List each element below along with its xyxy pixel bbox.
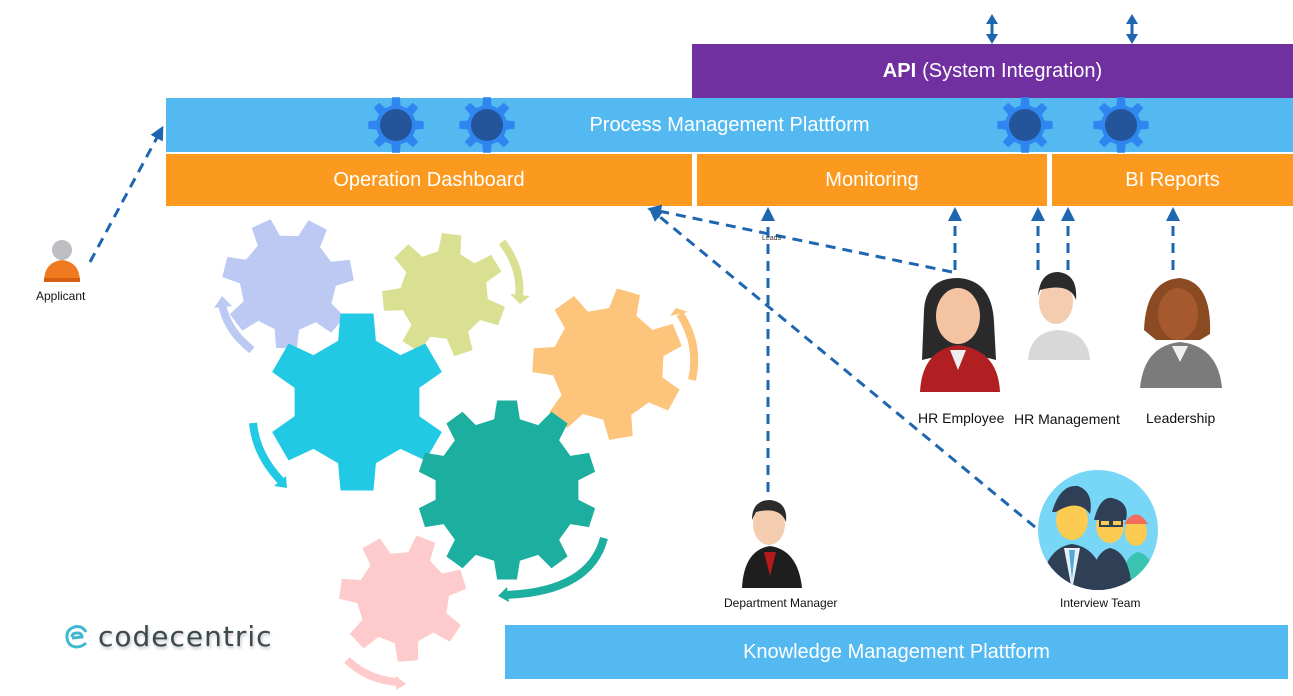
bi-reports-module[interactable]: BI Reports: [1052, 154, 1293, 206]
api-double-arrow-2: [1126, 14, 1138, 44]
api-system-integration-bar[interactable]: API (System Integration): [692, 44, 1293, 98]
leads-connector-label: Leads: [762, 235, 782, 242]
codecentric-logo-icon: [65, 624, 88, 649]
interview-team-label: Interview Team: [1060, 596, 1141, 610]
knowledge-management-platform-bar[interactable]: Knowledge Management Plattform: [505, 625, 1288, 679]
api-rest-label: (System Integration): [922, 59, 1103, 82]
gear-cyan-icon: [272, 313, 442, 491]
applicant-label: Applicant: [36, 289, 86, 303]
process-platform-label: Process Management Plattform: [589, 113, 870, 136]
rotation-arrow-lime: [498, 239, 524, 297]
hr-employee-to-dashboard-connector: [647, 204, 953, 274]
api-double-arrow-1: [986, 14, 998, 44]
department-manager-icon: [742, 500, 802, 588]
interview-team-icon: [1038, 470, 1158, 590]
rotation-arrow-pink: [344, 657, 399, 686]
process-gear-icon: [368, 97, 424, 153]
applicant-icon: [44, 240, 80, 282]
applicant-connector: [88, 125, 164, 263]
process-gear-icon: [459, 97, 515, 153]
rotation-arrow-peach: [676, 311, 699, 381]
gear-peach-icon: [532, 288, 682, 440]
rotation-arrow-cyan: [249, 422, 285, 485]
leadership-label: Leadership: [1146, 410, 1216, 426]
gear-lime-icon: [382, 233, 505, 357]
process-gear-icon: [997, 97, 1053, 153]
monitoring-label: Monitoring: [825, 168, 919, 191]
gear-lavender-icon: [222, 219, 354, 349]
hr-management-icon: [1028, 272, 1090, 360]
rotation-arrow-teal: [504, 536, 608, 599]
bi-reports-label: BI Reports: [1125, 168, 1220, 191]
api-bold-label: API: [882, 59, 917, 82]
hr-management-label: HR Management: [1014, 411, 1120, 427]
monitoring-module[interactable]: Monitoring: [697, 154, 1047, 206]
gear-pink-icon: [339, 535, 467, 662]
hr-employee-label: HR Employee: [918, 410, 1005, 426]
codecentric-logo: codecentric: [62, 620, 273, 653]
operation-dashboard-module[interactable]: Operation Dashboard: [166, 154, 692, 206]
hr-employee-icon: [920, 278, 1000, 392]
rotation-arrow-lavender: [218, 302, 255, 354]
leadership-icon: [1140, 278, 1222, 388]
process-gear-icon: [1093, 97, 1149, 153]
gear-teal-icon: [418, 400, 596, 580]
operation-dashboard-label: Operation Dashboard: [333, 168, 525, 191]
codecentric-logo-text: codecentric: [98, 620, 273, 653]
department-manager-label: Department Manager: [724, 596, 838, 610]
knowledge-platform-label: Knowledge Management Plattform: [743, 640, 1050, 663]
interview-team-connector: [648, 207, 1036, 529]
